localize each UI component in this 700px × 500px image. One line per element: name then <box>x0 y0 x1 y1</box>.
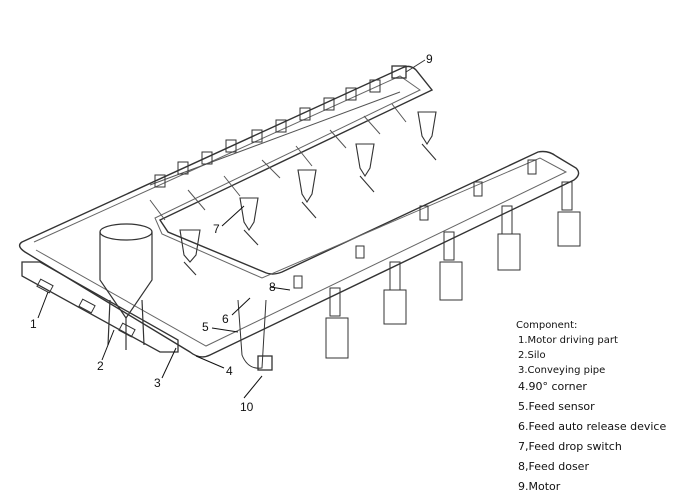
legend-item-3: 3.Conveying pipe <box>518 365 606 376</box>
leader-lines <box>37 205 291 399</box>
motor-driving-part <box>21 261 179 353</box>
feed-sensor-tube <box>237 299 267 369</box>
legend-item-2: 2.Silo <box>518 350 546 361</box>
conveying-pipe-inner <box>33 75 568 347</box>
legend-item-8: 8,Feed doser <box>518 460 589 473</box>
callout-6: 6 <box>222 312 229 326</box>
callout-10: 10 <box>240 400 254 414</box>
legend-item-6: 6.Feed auto release device <box>518 420 667 433</box>
motor <box>391 59 426 79</box>
callout-7: 7 <box>213 222 220 236</box>
upper-feeder-cones <box>179 111 437 276</box>
motor-driving-part-window-1 <box>36 278 54 294</box>
lower-doser-row <box>293 159 581 359</box>
legend-item-1: 1.Motor driving part <box>518 335 618 346</box>
motor-driving-part-window-3 <box>118 322 136 338</box>
upper-hopper-row <box>149 79 407 221</box>
callout-1: 1 <box>30 317 37 331</box>
feed-auto-release-box <box>257 355 273 371</box>
callout-2: 2 <box>97 359 104 373</box>
legend-item-5: 5.Feed sensor <box>518 400 595 413</box>
callout-5: 5 <box>202 320 209 334</box>
legend-item-7: 7,Feed drop switch <box>518 440 622 453</box>
callout-4: 4 <box>226 364 233 378</box>
legend-title: Component: <box>516 320 578 331</box>
legend-item-9: 9.Motor <box>518 480 561 493</box>
legend-item-4: 4.90° corner <box>518 380 587 393</box>
conveying-pipe-loop <box>18 65 580 358</box>
callout-3: 3 <box>154 376 161 390</box>
component-legend: Component: 1.Motor driving part 2.Silo 3… <box>516 320 696 493</box>
silo <box>99 223 153 350</box>
motor-driving-part-window-2 <box>78 298 96 314</box>
callout-8: 8 <box>269 280 276 294</box>
callout-9: 9 <box>426 52 433 66</box>
